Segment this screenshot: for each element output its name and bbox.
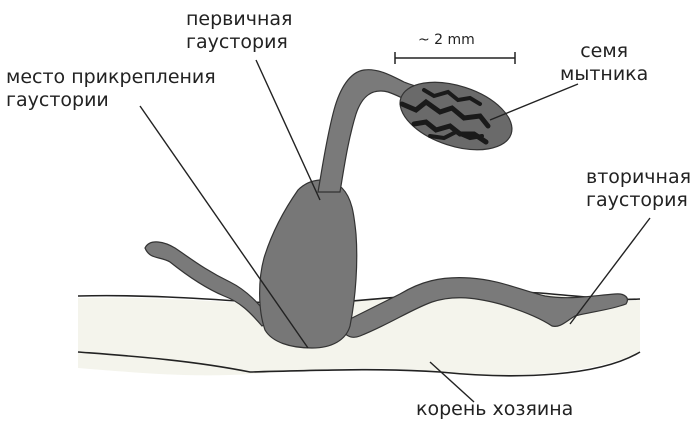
label-attachment-site: место прикрепления гаустории: [6, 66, 216, 112]
primary-haustorium-body: [260, 180, 357, 348]
label-host-root: корень хозяина: [416, 398, 573, 421]
label-primary-haustorium: первичная гаустория: [186, 8, 292, 54]
label-seed: семя мытника: [560, 40, 648, 86]
scale-label: ~ 2 mm: [418, 32, 475, 48]
label-secondary-haustorium: вторичная гаустория: [586, 166, 691, 212]
leader-seed: [490, 84, 578, 120]
leader-primary-haustorium: [256, 60, 320, 200]
scale-bar: [395, 52, 515, 64]
